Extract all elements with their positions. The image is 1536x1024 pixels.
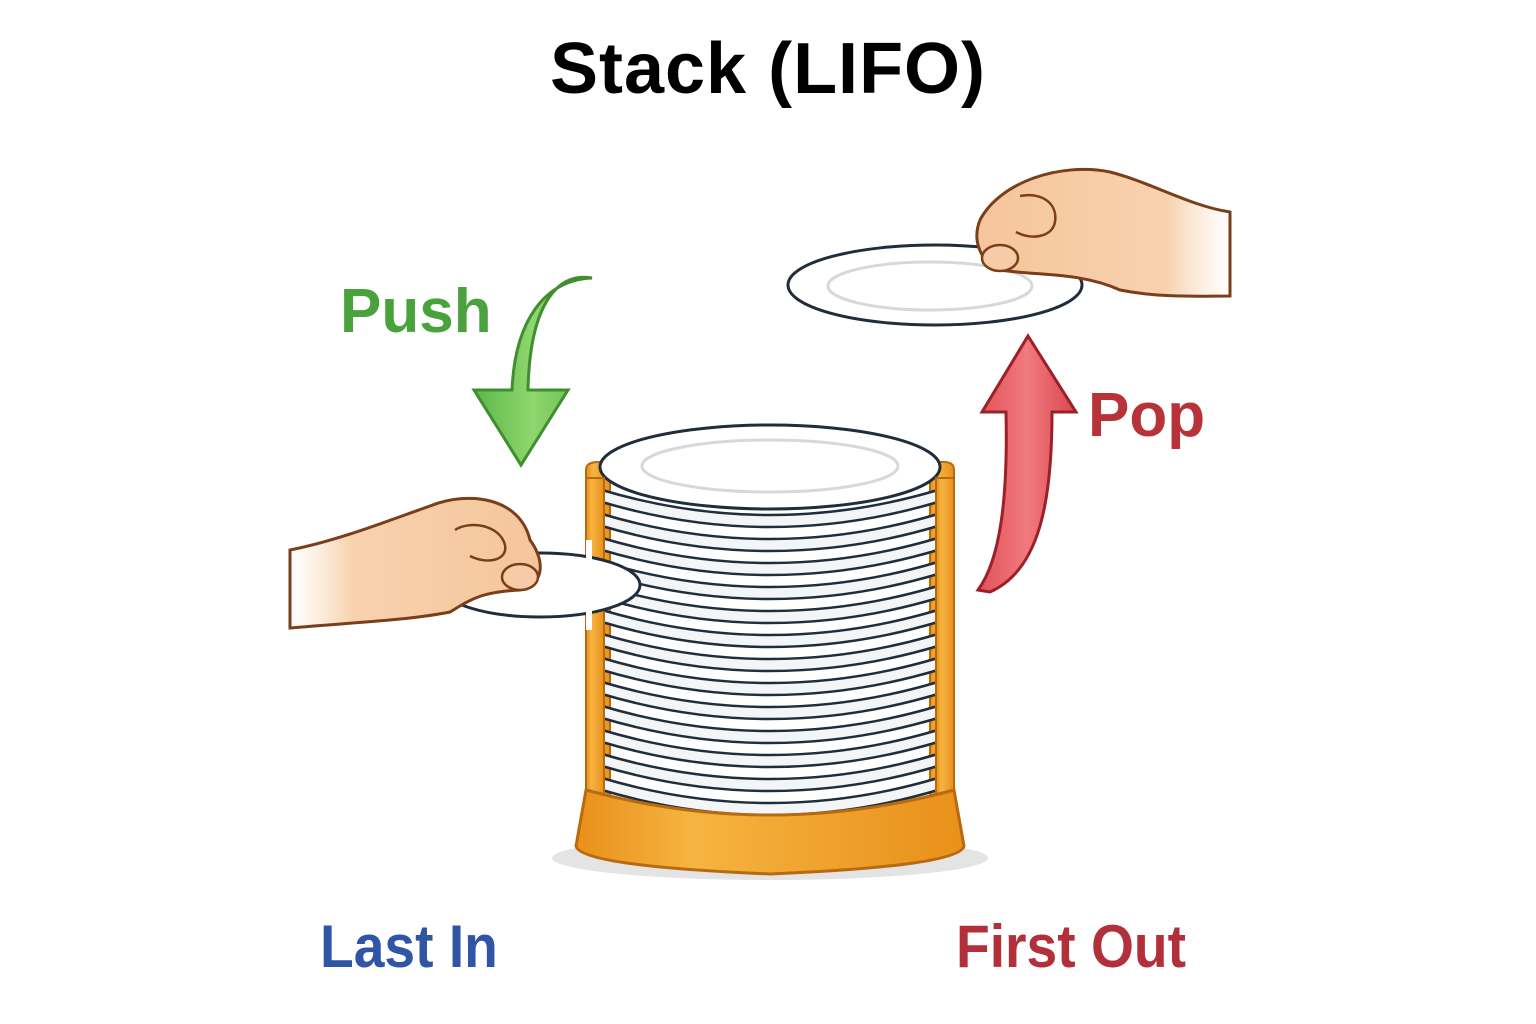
push-arrow-icon — [471, 275, 593, 468]
plate-holder-front — [574, 477, 966, 876]
pop-arrow-icon — [975, 333, 1079, 594]
push-label: Push — [340, 277, 492, 346]
first-out-label: First Out — [956, 913, 1186, 980]
top-plate — [598, 423, 942, 511]
plate-stack — [598, 423, 942, 839]
diagram-title: Stack (LIFO) — [549, 29, 987, 109]
last-in-label: Last In — [320, 913, 498, 980]
pop-label: Pop — [1088, 381, 1206, 450]
left-hand-icon — [288, 496, 642, 630]
right-hand-icon — [786, 167, 1232, 327]
